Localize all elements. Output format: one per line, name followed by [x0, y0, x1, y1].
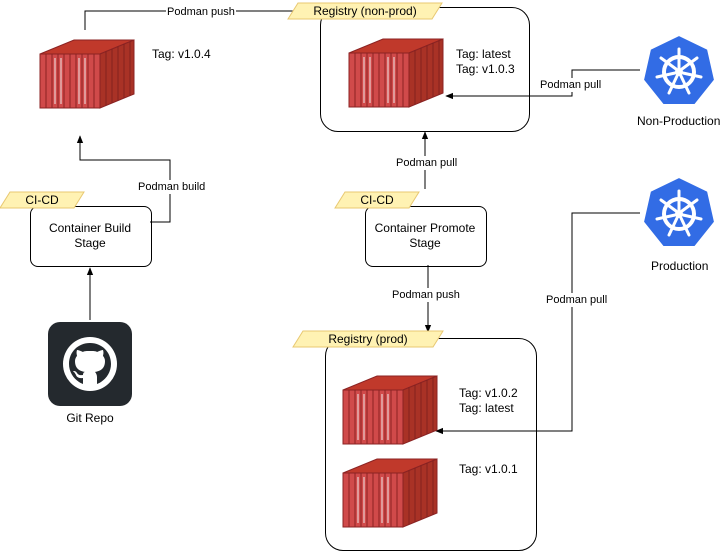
edge-label-podman-build: Podman build [137, 180, 207, 194]
cicd-promote-banner [334, 191, 420, 209]
container-build-stage-line2: Stage [74, 236, 106, 250]
edge-podman-build [76, 135, 171, 223]
cicd-build-banner [0, 191, 85, 209]
registry-prod-banner [292, 330, 444, 348]
container-build-stage-line1: Container Build [48, 221, 132, 235]
registry-nonprod-tag-line2: Tag: v1.0.3 [456, 62, 515, 76]
registry-nonprod-title: Registry (non-prod) [313, 4, 417, 18]
container-build-stage-box [30, 206, 152, 267]
edge-podman-pull-prod [435, 212, 640, 435]
nonprod-cluster-label: Non-Production [637, 114, 721, 128]
container-icon-prod-1 [342, 375, 438, 445]
cicd-build-title: CI-CD [25, 193, 59, 207]
prod-cluster-label: Production [651, 259, 709, 273]
github-icon [48, 322, 132, 406]
container-icon-build [39, 39, 135, 109]
container-promote-stage-line1: Container Promote [374, 221, 476, 235]
container-icon-nonprod [348, 38, 444, 108]
registry-nonprod-tag-line1: Tag: latest [456, 47, 511, 61]
container-icon-prod-2 [342, 458, 438, 528]
registry-nonprod-banner [287, 2, 443, 20]
cicd-promote-title: CI-CD [360, 193, 394, 207]
kubernetes-icon-nonprod [641, 33, 717, 107]
git-repo-label: Git Repo [66, 411, 114, 425]
registry-prod-image1-tag-line1: Tag: v1.0.2 [459, 386, 518, 400]
kubernetes-icon-prod [641, 175, 717, 249]
edge-label-podman-pull-promote: Podman pull [395, 156, 459, 170]
edge-label-podman-pull-prod: Podman pull [545, 293, 609, 307]
registry-prod-image1-tag-line2: Tag: latest [459, 401, 514, 415]
registry-prod-title: Registry (prod) [328, 332, 408, 346]
build-image-tag: Tag: v1.0.4 [152, 47, 211, 61]
edge-label-podman-pull-nonprod: Podman pull [539, 78, 603, 92]
edge-label-podman-push-top: Podman push [166, 5, 236, 19]
container-promote-stage-box [365, 206, 487, 267]
container-promote-stage-line2: Stage [409, 236, 441, 250]
edge-label-podman-push-prod: Podman push [391, 288, 461, 302]
registry-prod-image2-tag-line1: Tag: v1.0.1 [459, 462, 518, 476]
